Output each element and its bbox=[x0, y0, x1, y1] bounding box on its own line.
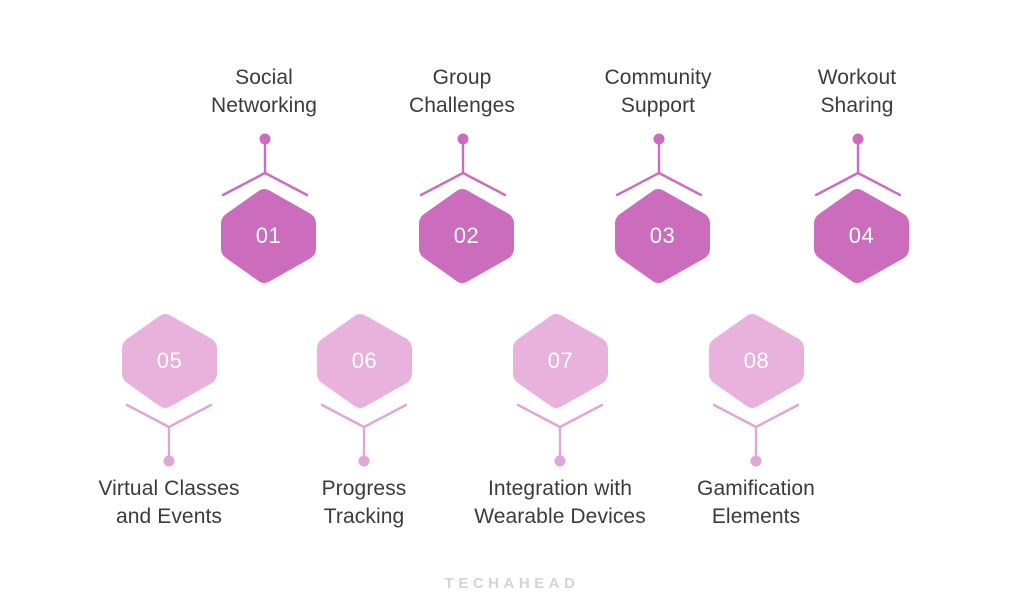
node-06-connector bbox=[318, 403, 410, 467]
node-07-label: Integration with Wearable Devices bbox=[474, 477, 646, 528]
connector-dot-icon bbox=[653, 133, 665, 145]
node-08-label: Gamification Elements bbox=[697, 477, 815, 528]
node-07-connector bbox=[514, 403, 606, 467]
node-01-hexagon[interactable]: 01 bbox=[219, 188, 318, 284]
connector-dot-icon bbox=[163, 455, 175, 467]
node-05-connector bbox=[123, 403, 215, 467]
node-02-label: Group Challenges bbox=[408, 66, 516, 117]
node-08-hexagon[interactable]: 08 bbox=[707, 313, 806, 409]
node-04-hexagon[interactable]: 04 bbox=[812, 188, 911, 284]
connector-dot-icon bbox=[457, 133, 469, 145]
node-05-hexagon[interactable]: 05 bbox=[120, 313, 219, 409]
node-01-label: Social Networking bbox=[210, 66, 318, 117]
node-06-hexagon[interactable]: 06 bbox=[315, 313, 414, 409]
node-06-label: Progress Tracking bbox=[321, 477, 407, 528]
node-03-label: Community Support bbox=[604, 66, 712, 117]
node-04-connector bbox=[812, 133, 904, 197]
node-08-connector bbox=[710, 403, 802, 467]
connector-dot-icon bbox=[852, 133, 864, 145]
node-07-hexagon[interactable]: 07 bbox=[511, 313, 610, 409]
connector-dot-icon bbox=[259, 133, 271, 145]
node-03-connector bbox=[613, 133, 705, 197]
connector-dot-icon bbox=[750, 455, 762, 467]
node-02-connector bbox=[417, 133, 509, 197]
connector-dot-icon bbox=[358, 455, 370, 467]
node-04-label: Workout Sharing bbox=[817, 66, 897, 117]
node-02-hexagon[interactable]: 02 bbox=[417, 188, 516, 284]
connector-dot-icon bbox=[554, 455, 566, 467]
node-03-hexagon[interactable]: 03 bbox=[613, 188, 712, 284]
node-01-connector bbox=[219, 133, 311, 197]
brand-logo: TECHAHEAD bbox=[444, 575, 580, 592]
node-05-label: Virtual Classes and Events bbox=[98, 477, 240, 528]
